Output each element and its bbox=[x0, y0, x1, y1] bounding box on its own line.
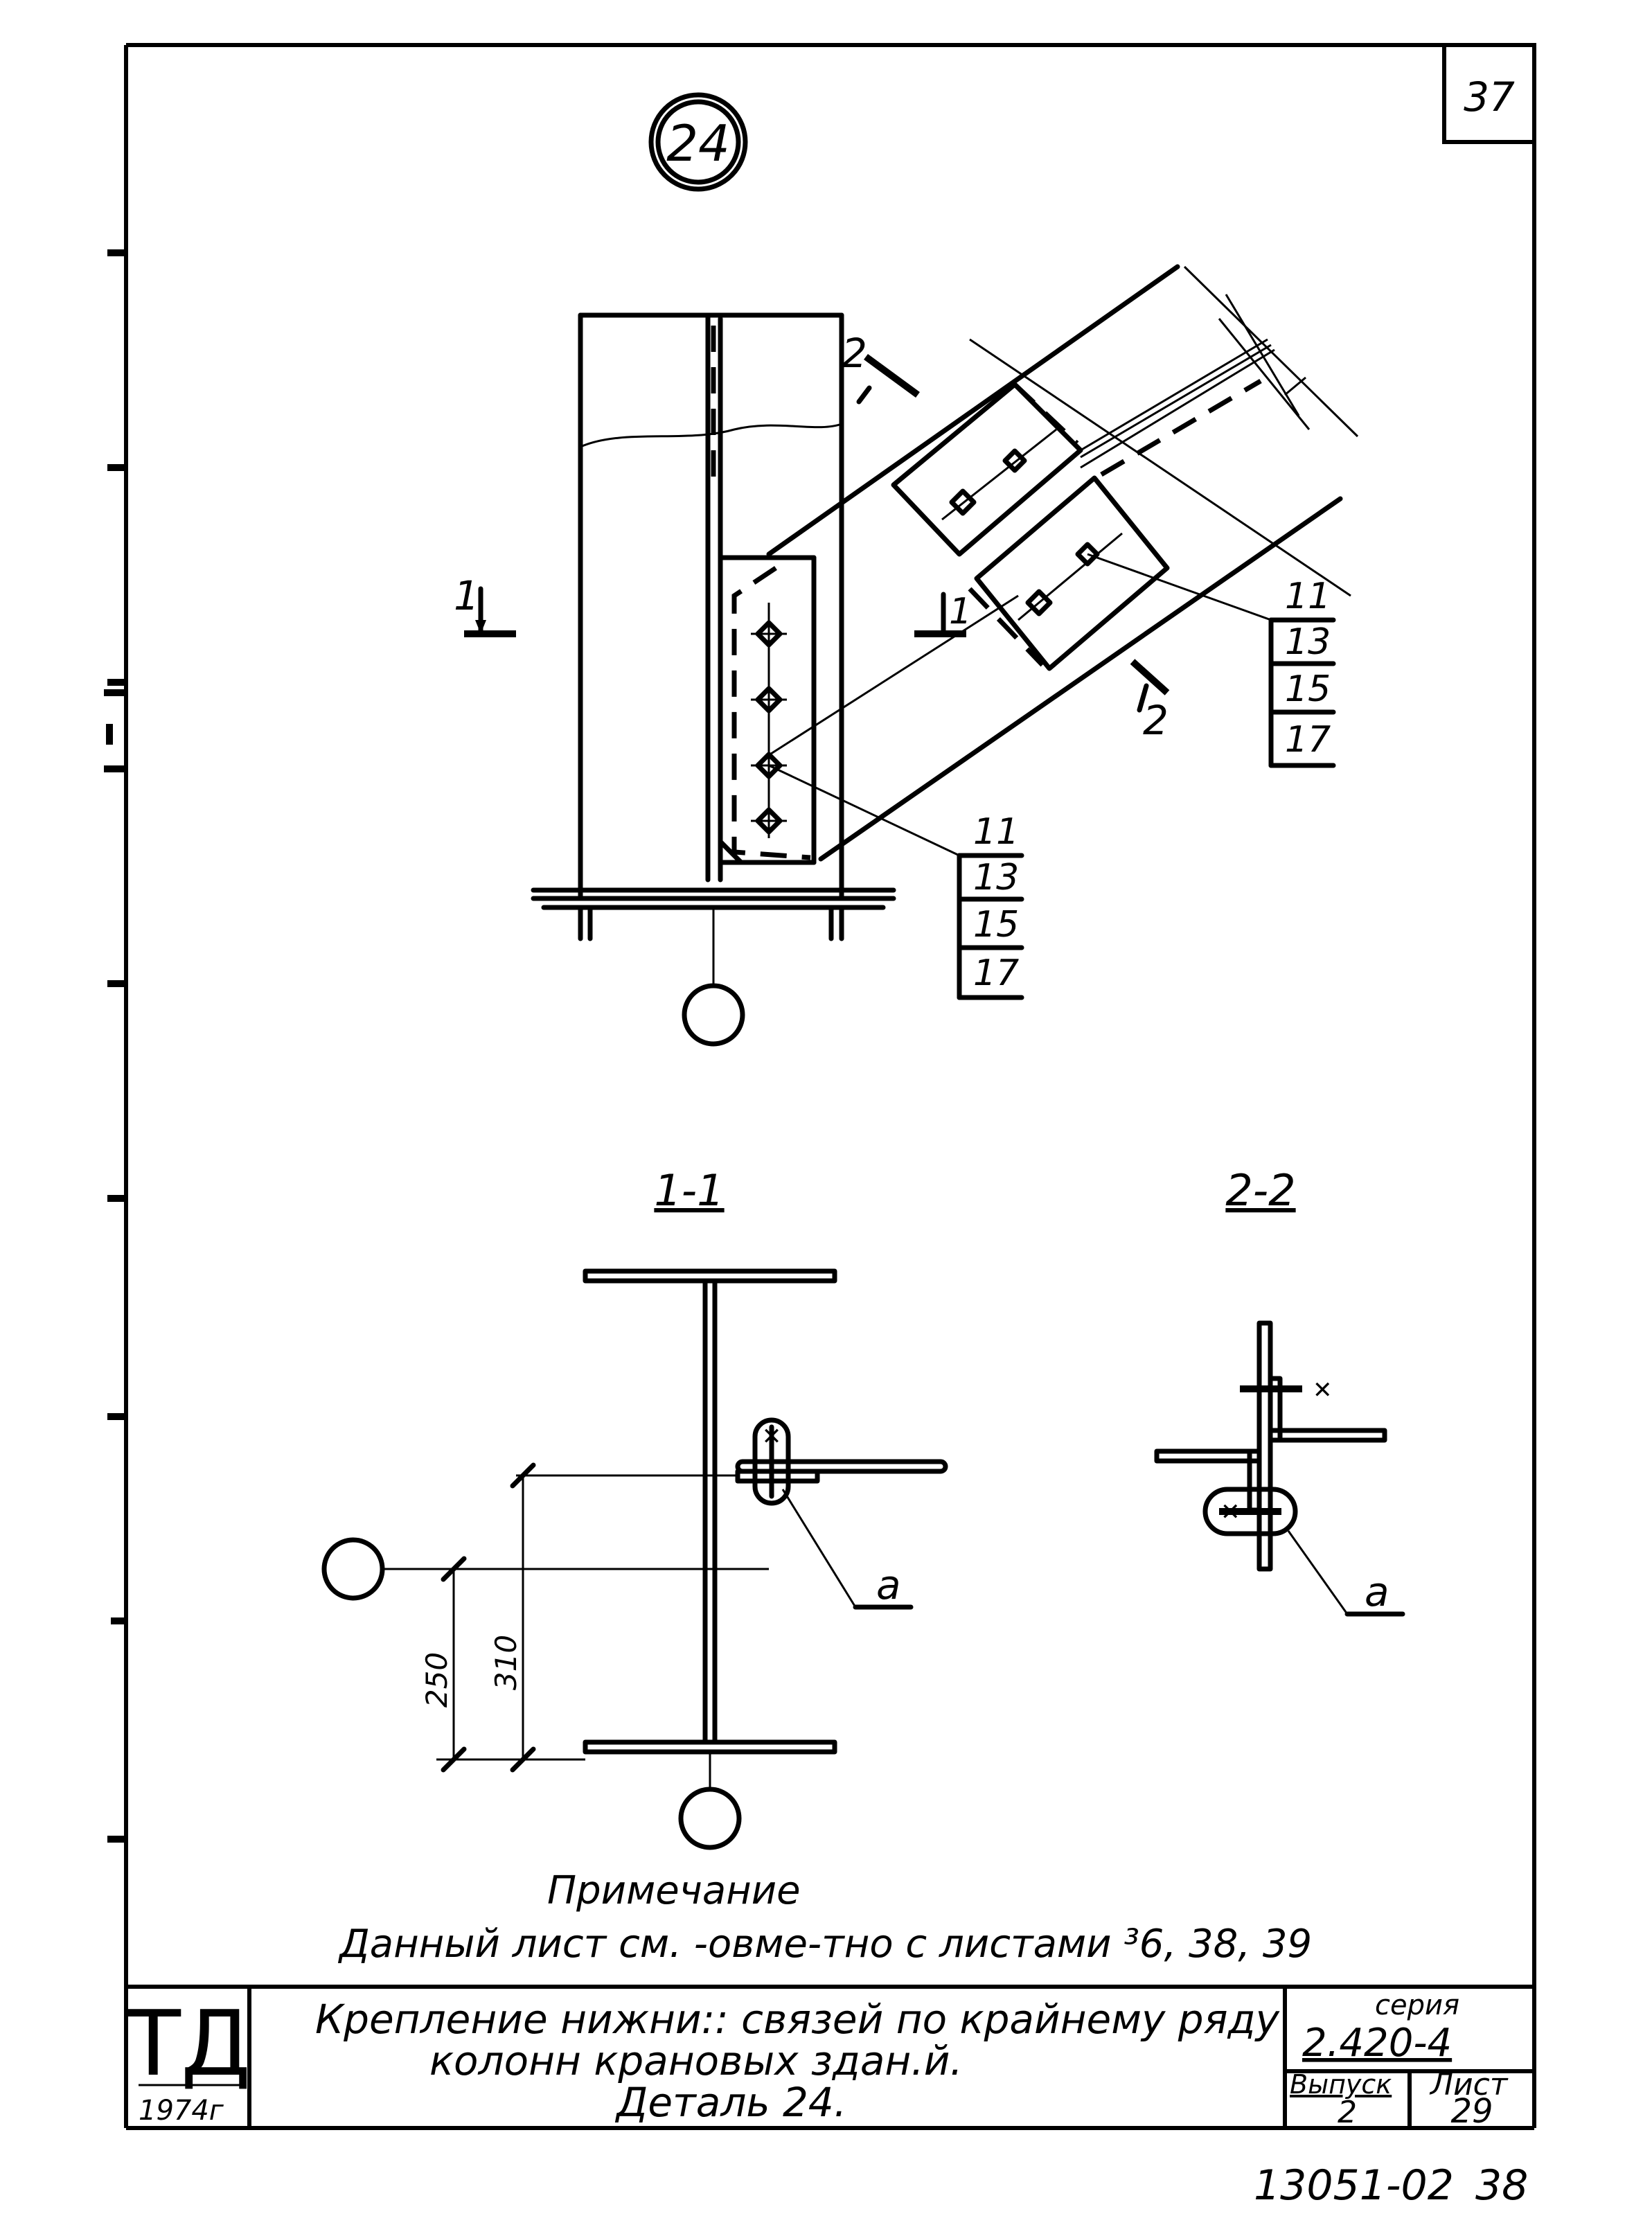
logo: ТД bbox=[125, 1991, 251, 2096]
callout-upper: 11 13 15 17 bbox=[1087, 553, 1336, 768]
issue-value: 2 bbox=[1338, 2095, 1357, 2130]
bolt-cross: ✕ bbox=[1220, 1498, 1241, 1526]
drawing-note: Примечание Данный лист см. -овме-тно с л… bbox=[337, 1868, 1312, 1967]
callout-item: 17 bbox=[973, 952, 1019, 994]
bottom-page: 38 bbox=[1475, 2161, 1528, 2210]
series-label: серия bbox=[1375, 1989, 1459, 2021]
issue-label: Выпуск bbox=[1290, 2069, 1392, 2100]
callout-item: 15 bbox=[1285, 668, 1331, 710]
section-1-1: 1-1 ✕ а 310 250 bbox=[321, 1165, 948, 1850]
corner-number-box: 37 bbox=[1442, 43, 1536, 144]
callout-item: 13 bbox=[973, 857, 1019, 898]
section-mark-2-top: 2 bbox=[842, 330, 920, 405]
section-title: 2-2 bbox=[1225, 1165, 1295, 1216]
callout-item: 11 bbox=[973, 811, 1019, 853]
section-2-2: 2-2 ✕ ✕ а bbox=[1154, 1165, 1405, 1617]
corner-number: 37 bbox=[1464, 73, 1515, 121]
title-line-2: колонн крановых здан.й. bbox=[429, 2037, 963, 2084]
detail-mark-number: 24 bbox=[666, 114, 730, 172]
section-mark-label: 2 bbox=[842, 330, 867, 377]
section-mark-label: 1 bbox=[949, 591, 972, 632]
section-mark-label: 1 bbox=[454, 572, 479, 619]
section-title: 1-1 bbox=[654, 1165, 724, 1216]
sheet-label: Лист bbox=[1429, 2067, 1509, 2102]
callout-item: 13 bbox=[1285, 621, 1331, 663]
year: 1974г bbox=[139, 2095, 224, 2127]
detail-mark: 24 bbox=[648, 92, 748, 192]
sheet-frame bbox=[104, 43, 1536, 2130]
gusset-bolts bbox=[751, 603, 787, 838]
bolt-cross: ✕ bbox=[762, 1423, 782, 1451]
section-mark-1-right: 1 bbox=[914, 591, 972, 637]
weld-label: а bbox=[876, 1561, 901, 1608]
section-mark-1-left: 1 bbox=[454, 572, 516, 637]
note-heading: Примечание bbox=[547, 1868, 801, 1913]
callout-item: 15 bbox=[973, 904, 1019, 946]
section-mark-2-bottom: 2 bbox=[1130, 659, 1170, 744]
sheet-value: 29 bbox=[1450, 2092, 1493, 2131]
series-value: 2.420-4 bbox=[1302, 2021, 1452, 2066]
callout-item: 17 bbox=[1285, 719, 1331, 761]
bolt-cross: ✕ bbox=[1313, 1376, 1333, 1404]
main-elevation-view: 1 1 2 2 11 13 15 17 bbox=[454, 264, 1359, 1047]
diagonal-brace bbox=[766, 264, 1359, 862]
callout-item: 11 bbox=[1285, 576, 1331, 617]
bottom-code: 13051-02 bbox=[1254, 2161, 1454, 2210]
dimension-310: 310 bbox=[489, 1635, 523, 1690]
title-line-1: Крепление нижни:: связей по крайнему ряд… bbox=[315, 1996, 1280, 2043]
dimension-250: 250 bbox=[420, 1652, 454, 1708]
weld-label: а bbox=[1365, 1568, 1389, 1615]
section-mark-label: 2 bbox=[1143, 697, 1169, 744]
callout-lower: 11 13 15 17 bbox=[768, 764, 1024, 1000]
title-line-3: Деталь 24. bbox=[614, 2079, 846, 2126]
title-block: ТД 1974г Крепление нижни:: связей по кра… bbox=[125, 1985, 1534, 2131]
note-text: Данный лист см. -овме-тно с листами ³6, … bbox=[337, 1922, 1312, 1967]
